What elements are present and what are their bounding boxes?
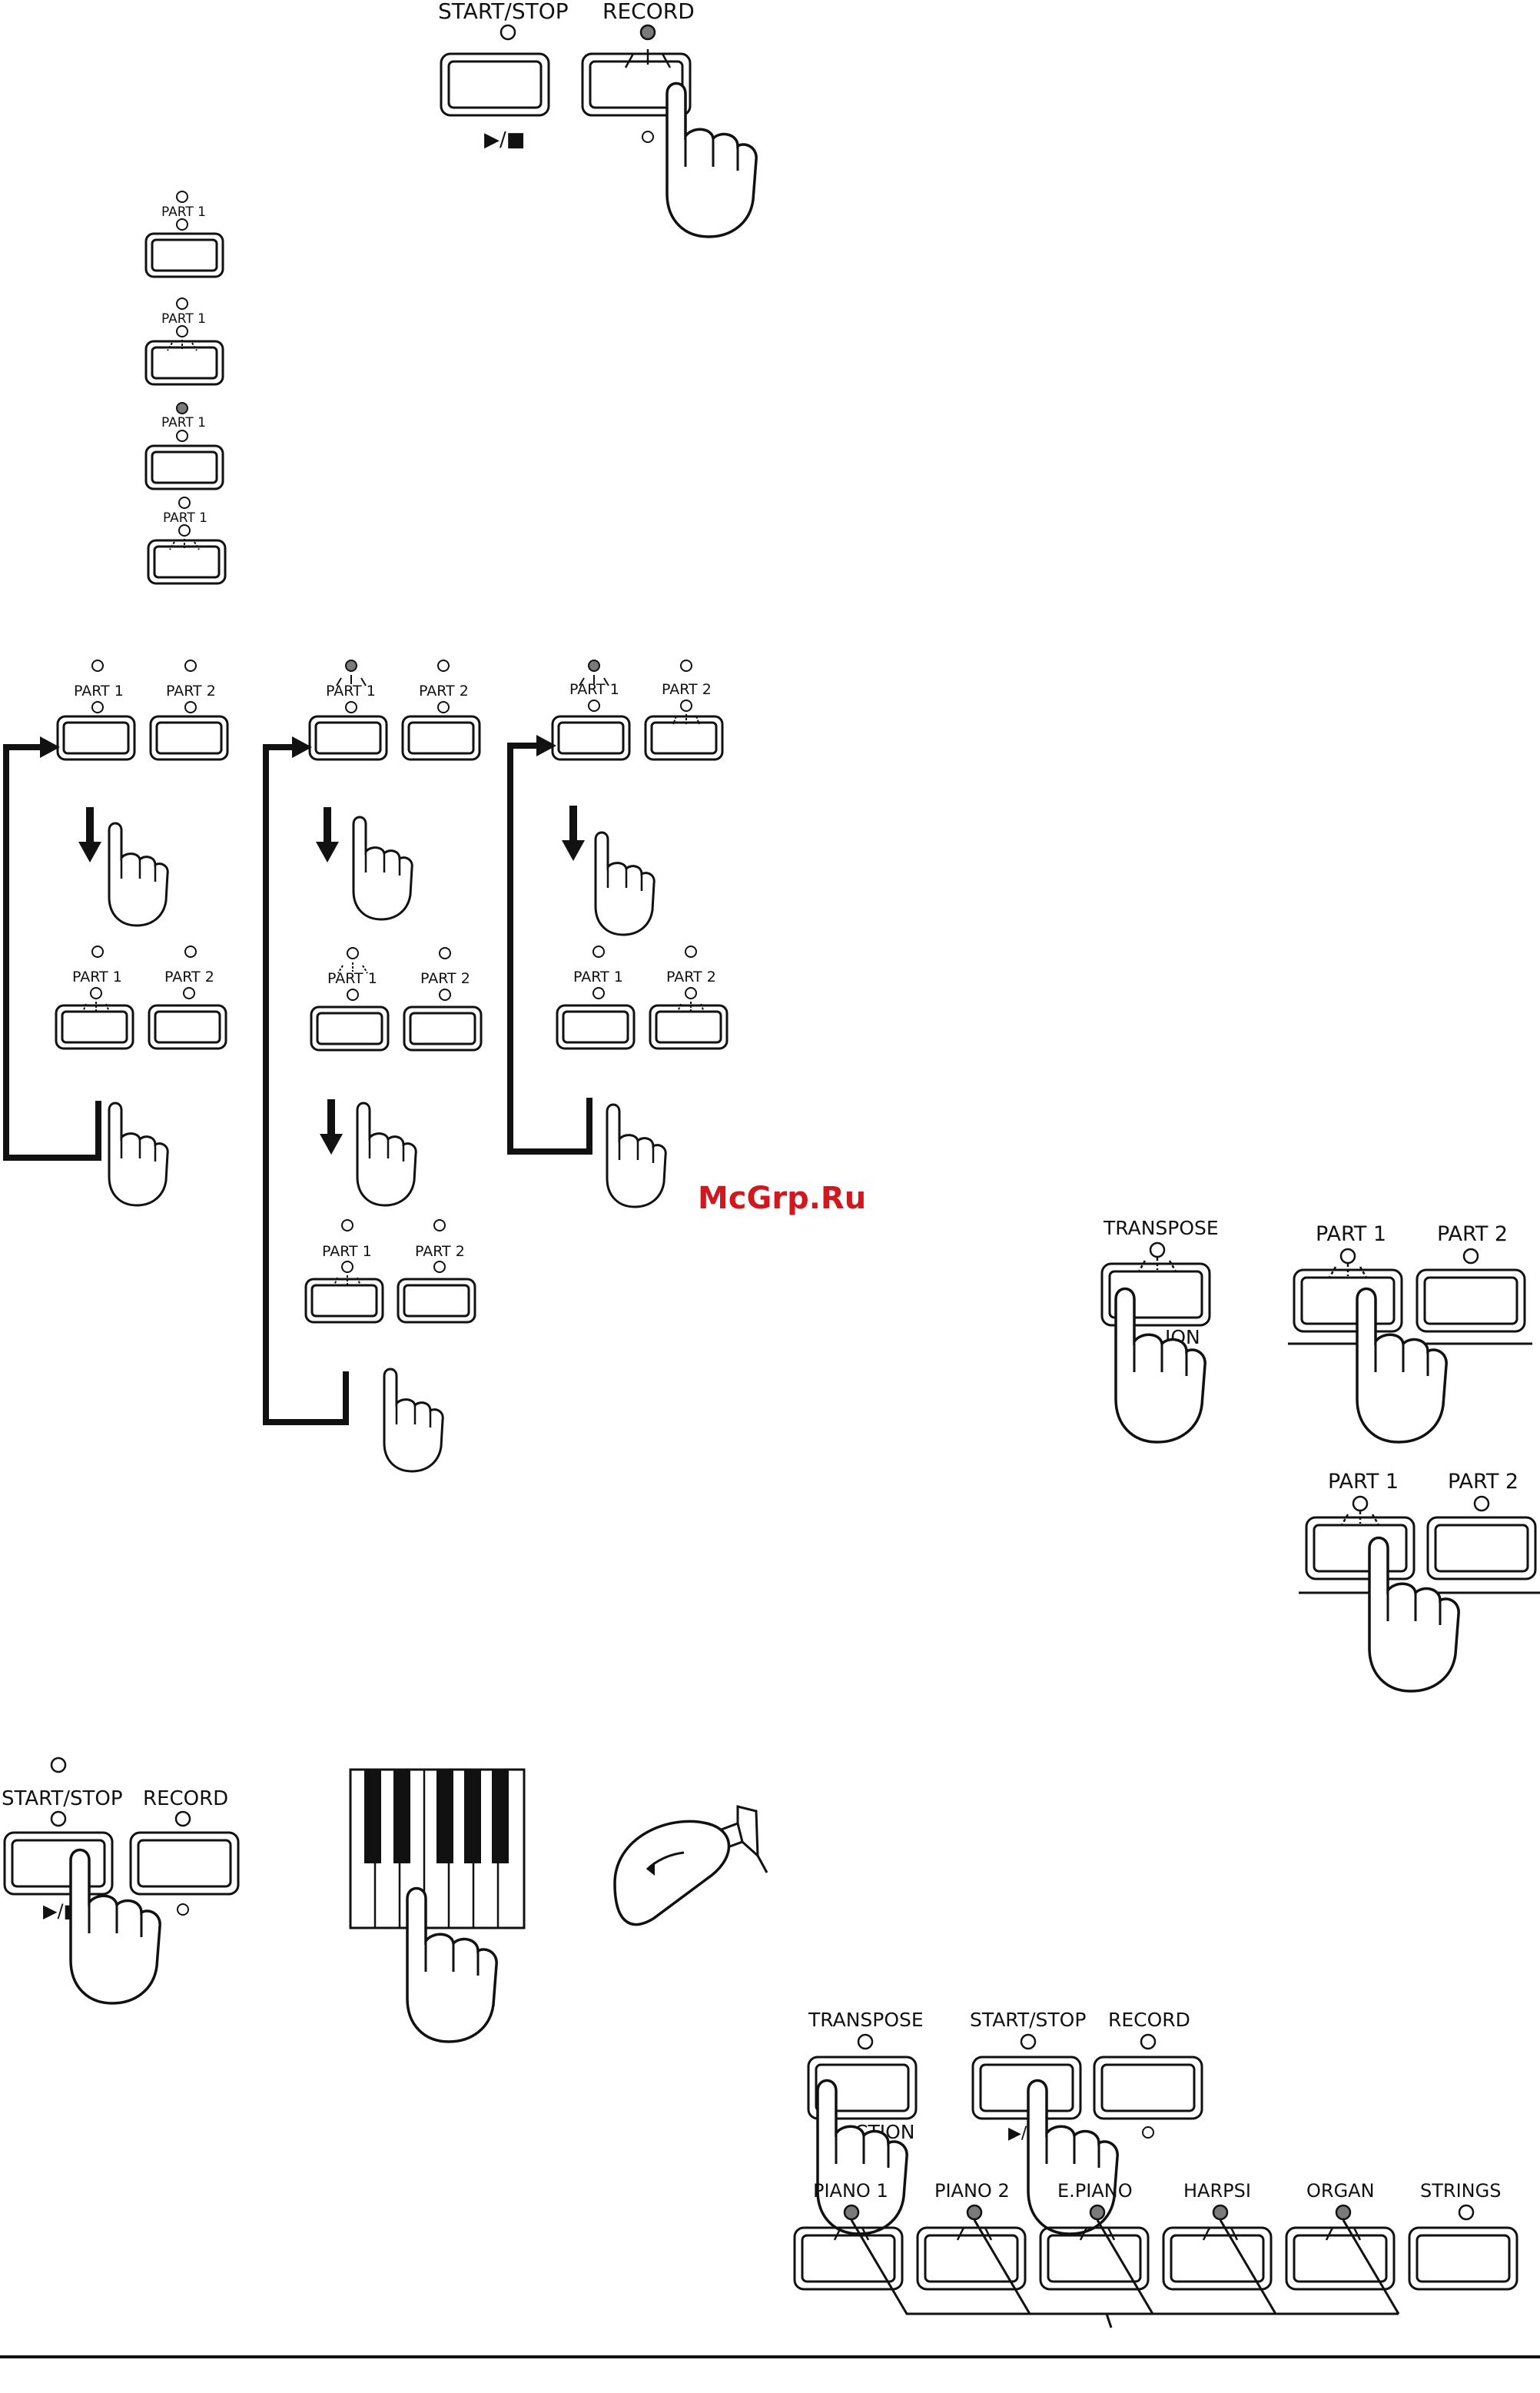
svg-text:PART 2: PART 2 [1437, 1222, 1508, 1246]
record-lower-led [642, 131, 654, 143]
svg-text:PART 2: PART 2 [1448, 1470, 1518, 1494]
part-buttons-second: PART 1 PART 2 [1299, 1470, 1540, 1693]
svg-text:PART 1: PART 1 [1328, 1470, 1399, 1494]
record-led-lit [639, 24, 656, 41]
svg-text:PART 1: PART 1 [322, 1243, 372, 1260]
svg-text:E.PIANO: E.PIANO [1057, 2180, 1133, 2202]
part1-state-b: PART 1 [144, 297, 224, 386]
svg-text:PART 2: PART 2 [662, 681, 712, 698]
svg-text:HARPSI: HARPSI [1183, 2180, 1251, 2202]
part1-state-d: PART 1 [147, 497, 227, 585]
transpose-part-group: TRANSPOSE ION PART 1 PART 2 [1100, 1217, 1532, 1444]
pedal-icon [613, 1805, 768, 1926]
svg-text:START/STOP: START/STOP [970, 2009, 1086, 2031]
keyboard-icon [349, 1768, 526, 2043]
svg-text:PART 2: PART 2 [415, 1243, 465, 1260]
svg-text:PIANO 2: PIANO 2 [934, 2180, 1010, 2202]
bottom-control-group: TRANSPOSE CTION START/STOP RECORD ▶/■ [807, 2009, 1203, 2235]
part1-state-c: PART 1 [144, 402, 224, 490]
svg-text:RECORD: RECORD [1108, 2009, 1190, 2031]
svg-text:PART 2: PART 2 [666, 969, 716, 985]
voice-buttons-row: PIANO 1 PIANO 2 E.PIANO HARPSI ORGAN STR… [793, 2180, 1518, 2328]
svg-text:PIANO 1: PIANO 1 [813, 2180, 888, 2202]
start-stop-press-group: START/STOP RECORD ▶/■ [2, 1757, 240, 2005]
sequence-column-2: PART 1 PART 2 PART 1 PART 2 PART 1 PART … [263, 660, 483, 1473]
record-blink-ticks [624, 49, 672, 68]
svg-text:PART 1: PART 1 [74, 683, 124, 700]
svg-text:TRANSPOSE: TRANSPOSE [808, 2009, 924, 2031]
svg-text:PART 1: PART 1 [1316, 1222, 1386, 1246]
start-stop-led [500, 24, 516, 41]
play-stop-symbol: ▶/■ [484, 128, 525, 151]
svg-text:START/STOP: START/STOP [2, 1787, 123, 1810]
svg-text:TRANSPOSE: TRANSPOSE [1103, 1217, 1219, 1239]
sequence-column-1: PART 1 PART 2 PART 1 PART 2 [3, 660, 229, 1207]
sequence-column-3: PART 1 PART 2 PART 1 PART 2 [507, 660, 729, 1208]
svg-text:PART 1: PART 1 [326, 683, 376, 700]
svg-text:PART 1: PART 1 [161, 311, 206, 327]
svg-text:RECORD: RECORD [143, 1787, 228, 1810]
svg-text:ORGAN: ORGAN [1306, 2180, 1375, 2202]
svg-text:PART 1: PART 1 [327, 970, 377, 987]
pointing-hand-icon [665, 81, 758, 238]
svg-text:PART 1: PART 1 [573, 969, 623, 985]
svg-text:PART 1: PART 1 [161, 415, 206, 430]
svg-text:STRINGS: STRINGS [1420, 2180, 1501, 2202]
svg-text:PART 2: PART 2 [164, 969, 214, 985]
svg-text:PART 1: PART 1 [569, 681, 619, 698]
watermark-text: McGrp.Ru [698, 1181, 866, 1216]
start-stop-button[interactable] [440, 52, 550, 117]
start-stop-label: START/STOP [438, 0, 569, 24]
svg-text:PART 2: PART 2 [420, 970, 470, 987]
svg-text:PART 1: PART 1 [161, 204, 206, 220]
svg-text:PART 1: PART 1 [72, 969, 122, 985]
svg-text:PART 2: PART 2 [419, 683, 469, 700]
part1-state-a: PART 1 [144, 191, 224, 278]
svg-text:PART 2: PART 2 [166, 683, 216, 700]
record-label: RECORD [602, 0, 695, 24]
svg-text:PART 1: PART 1 [163, 510, 207, 526]
